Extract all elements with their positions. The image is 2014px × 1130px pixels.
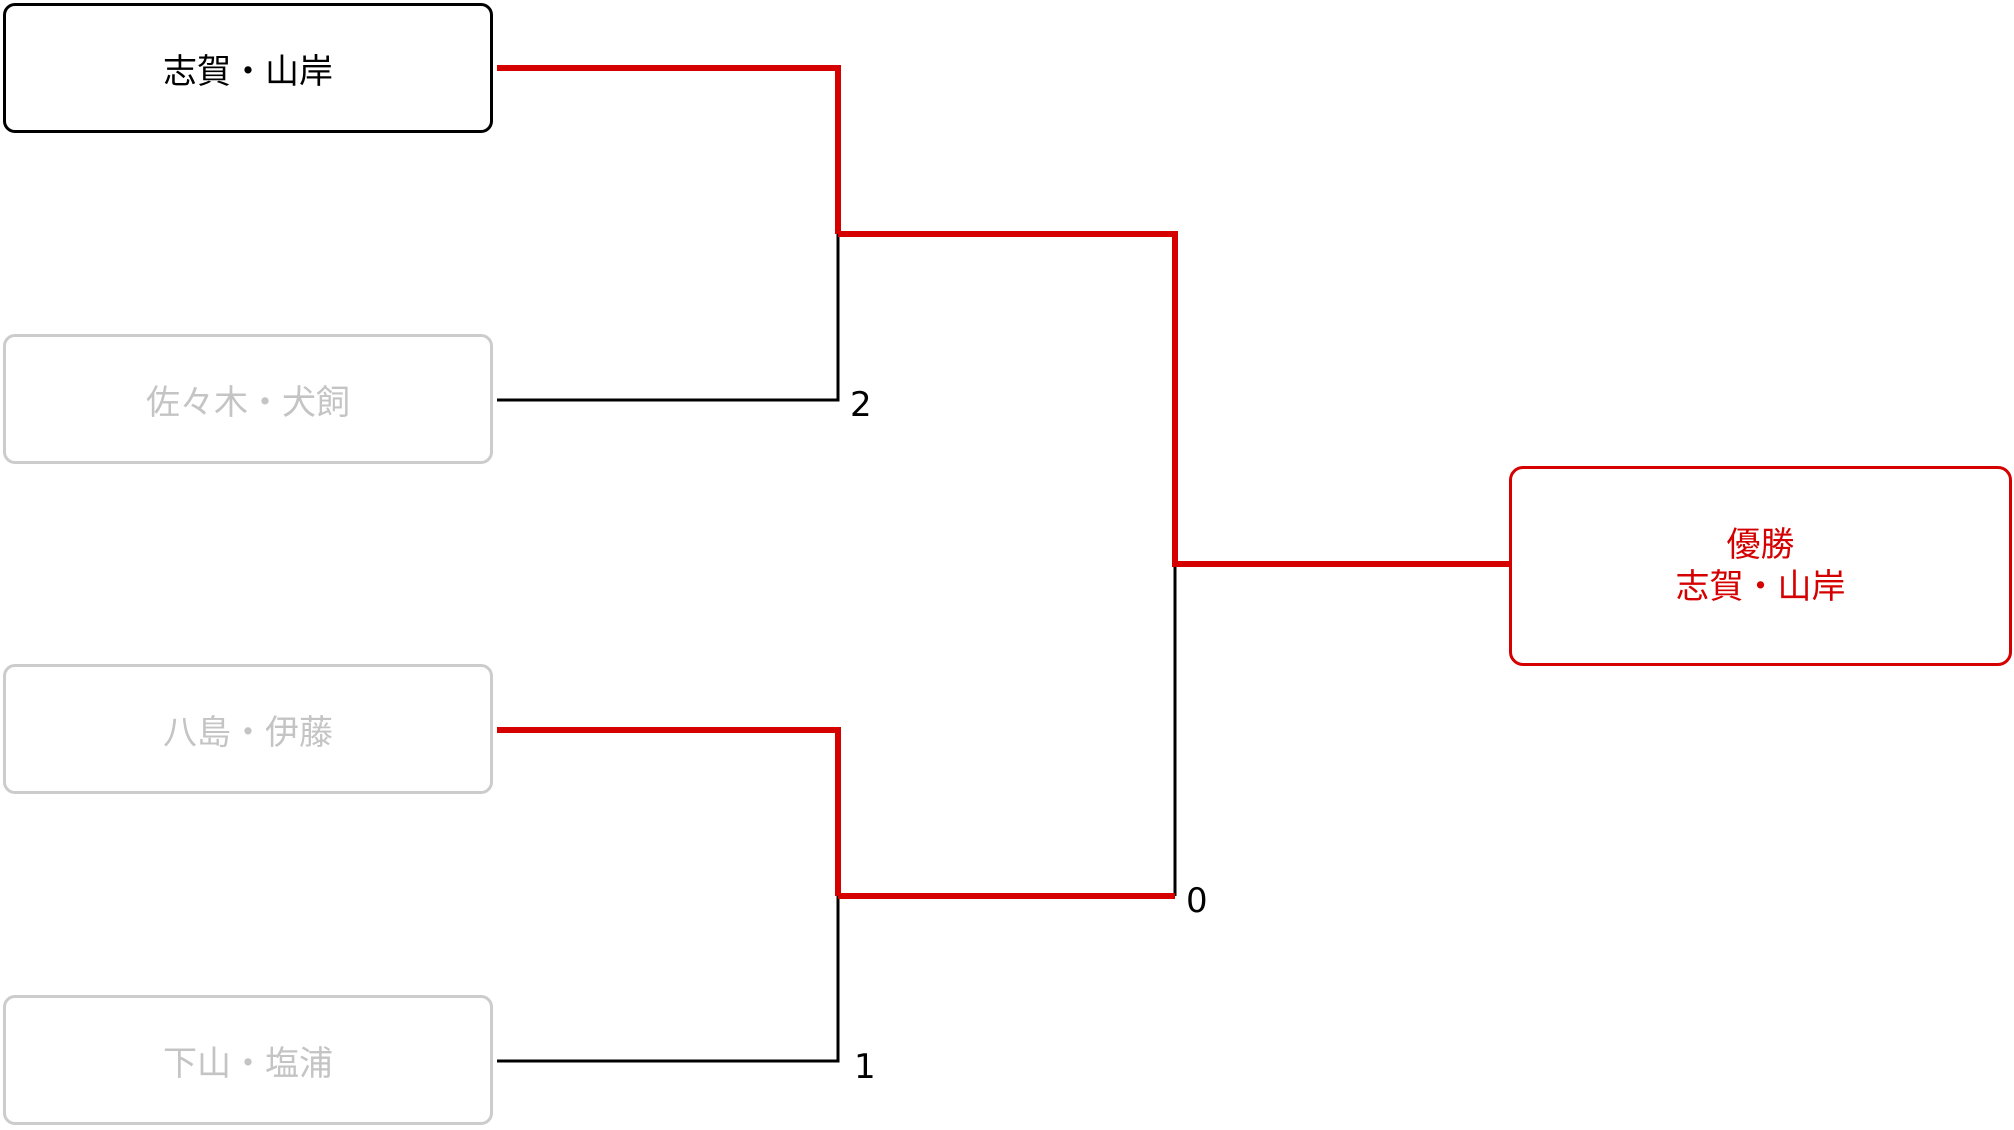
winner-paths <box>497 65 1509 899</box>
team-box-2: 佐々木・犬飼 <box>3 334 493 464</box>
champion-name: 志賀・山岸 <box>1675 567 1846 607</box>
winner-path-semifinal-1 <box>838 231 1509 567</box>
match-score-1: 2 <box>850 385 872 425</box>
loser-path-team-4 <box>497 896 840 1063</box>
team-box-3: 八島・伊藤 <box>3 664 493 794</box>
team-name: 下山・塩浦 <box>163 1043 333 1084</box>
champion-box: 優勝 志賀・山岸 <box>1509 466 2012 666</box>
winner-path-team-1 <box>497 65 841 234</box>
champion-title: 優勝 <box>1726 525 1795 565</box>
match-score-2: 1 <box>854 1047 876 1087</box>
team-box-1: 志賀・山岸 <box>3 3 493 133</box>
match-score-final: 0 <box>1186 881 1208 921</box>
loser-paths <box>497 234 1177 1063</box>
team-name: 志賀・山岸 <box>163 51 333 92</box>
team-box-4: 下山・塩浦 <box>3 995 493 1125</box>
loser-path-team-2 <box>497 234 840 402</box>
team-name: 八島・伊藤 <box>163 712 333 753</box>
team-name: 佐々木・犬飼 <box>146 382 350 423</box>
winner-path-team-3 <box>497 727 841 896</box>
